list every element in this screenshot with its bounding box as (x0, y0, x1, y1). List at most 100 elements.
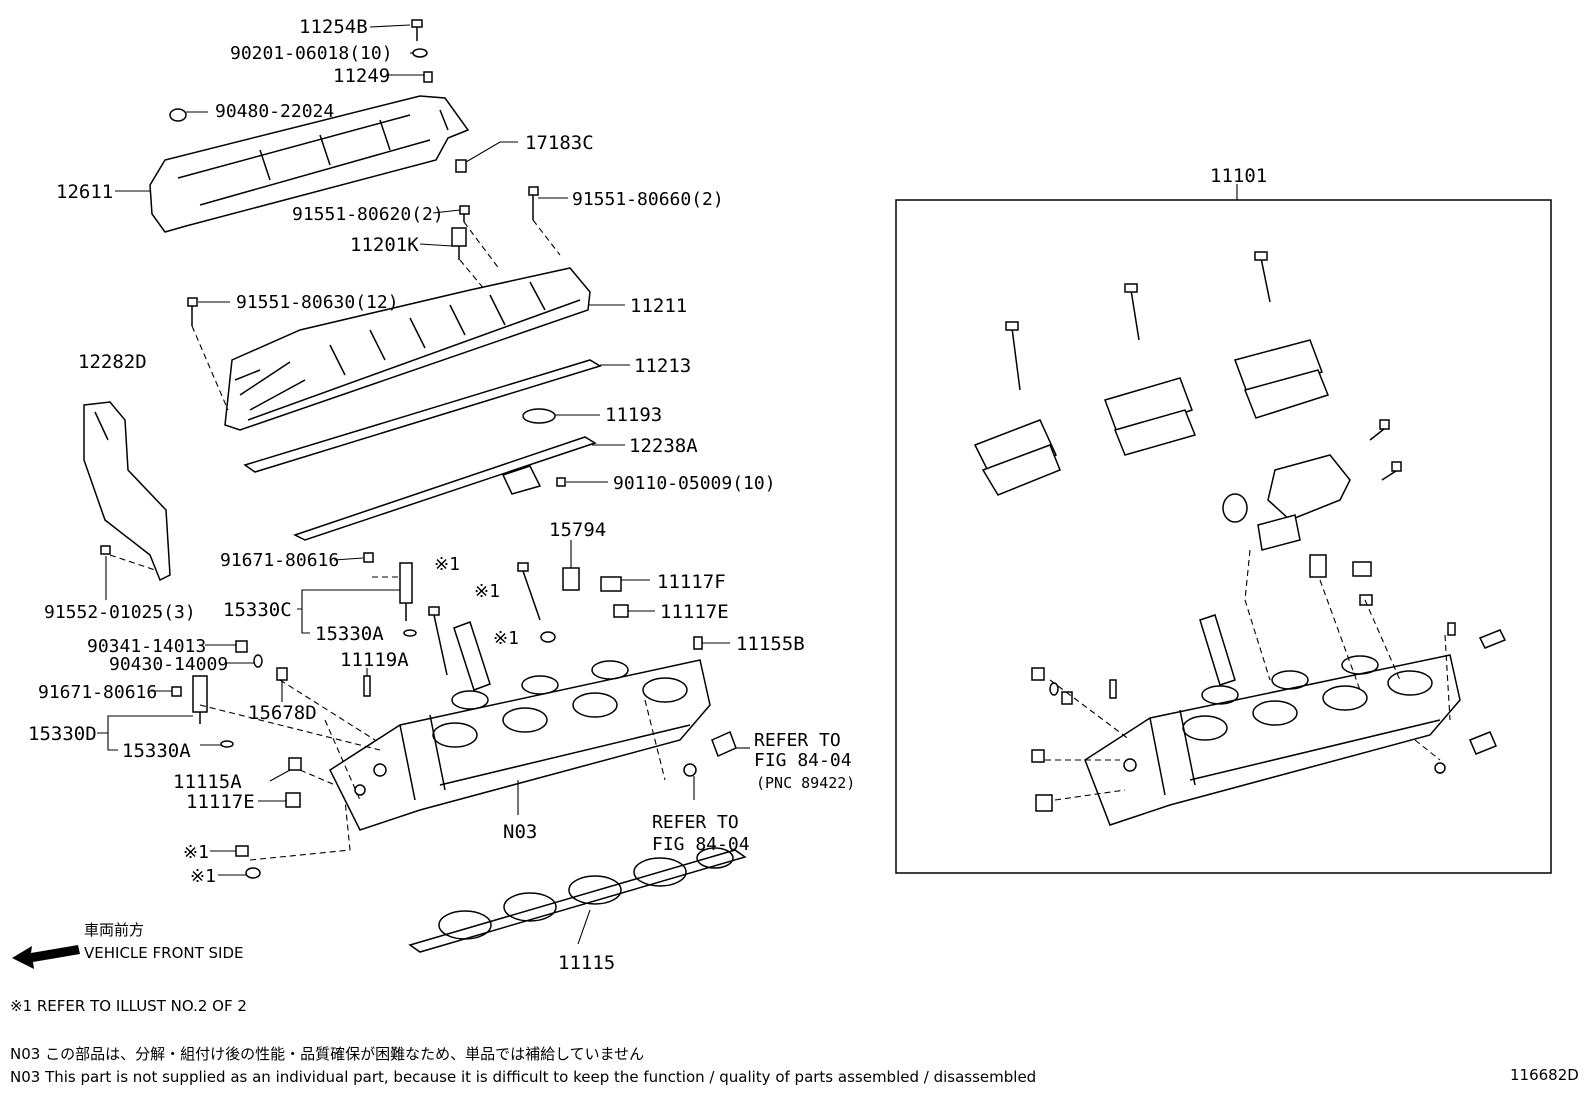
label-11249: 11249 (333, 65, 390, 87)
seal-15794 (562, 567, 580, 591)
label-ref1-b: ※1 (474, 581, 500, 602)
label-11101: 11101 (1210, 165, 1267, 187)
cylinder-head-N03 (329, 659, 711, 831)
bolt-91552 (100, 545, 111, 555)
gasket-90430 (253, 654, 263, 668)
part-labels: 11254B 90201-06018(10) 11249 90480-22024… (28, 16, 1267, 974)
vehicle-front-label: 車両前方 VEHICLE FRONT SIDE (84, 921, 244, 962)
plug-90341 (235, 640, 248, 653)
illustration-id: 116682D (1510, 1066, 1579, 1084)
label-11213: 11213 (634, 355, 691, 377)
label-11115A: 11115A (173, 771, 242, 793)
pin-11119A (363, 675, 371, 697)
plug-11117E-b (285, 792, 301, 808)
label-91551-80620: 91551-80620(2) (292, 204, 444, 225)
pin-11155B (693, 636, 703, 650)
label-12282D: 12282D (78, 351, 147, 373)
sensor-11201K (451, 227, 467, 260)
oring-15330A-b (220, 740, 234, 748)
refer-b-line2: FIG 84-04 (652, 834, 750, 855)
label-90341-14013: 90341-14013 (87, 636, 206, 657)
label-91671-80616-a: 91671-80616 (220, 550, 339, 571)
assembly-box-11101 (895, 199, 1552, 874)
bolt-ref1-b (517, 562, 541, 621)
label-91671-80616-b: 91671-80616 (38, 682, 157, 703)
sensor-89422 (711, 730, 737, 758)
leader-lines (97, 24, 750, 945)
label-15330D: 15330D (28, 723, 97, 745)
label-ref1-a: ※1 (434, 554, 460, 575)
plug-11117F (600, 576, 622, 592)
refer-a-line2: FIG 84-04 (754, 750, 852, 771)
label-15330A-a: 15330A (315, 623, 384, 645)
label-12238A: 12238A (629, 435, 698, 457)
label-90480-22024: 90480-22024 (215, 101, 334, 122)
bolt-ref1-a (428, 606, 448, 676)
label-11211: 11211 (630, 295, 687, 317)
label-91552-01025: 91552-01025(3) (44, 602, 196, 623)
ocv-15330C (399, 562, 413, 621)
label-15678D: 15678D (248, 702, 317, 724)
refer-a-line1: REFER TO (754, 730, 841, 751)
note-ref1: ※1 REFER TO ILLUST NO.2 OF 2 (10, 997, 247, 1015)
footnotes: ※1 REFER TO ILLUST NO.2 OF 2 N03 この部品は、分… (10, 997, 1579, 1086)
washer-ref1-c (540, 631, 556, 643)
plug-15678D (276, 667, 288, 681)
note-n03-jp: N03 この部品は、分解・組付け後の性能・品質確保が困難なため、単品では補給して… (10, 1045, 644, 1063)
pin-11115A (288, 757, 302, 771)
gasket-11213 (243, 359, 602, 473)
front-label-jp: 車両前方 (84, 921, 144, 939)
sleeve (453, 621, 491, 691)
label-ref1-e: ※1 (190, 866, 216, 887)
oring-84-04 (683, 763, 697, 777)
refer-note-b: REFER TO FIG 84-04 (652, 812, 750, 855)
label-11193: 11193 (605, 404, 662, 426)
bolt-91551-80660 (528, 186, 539, 220)
label-90430-14009: 90430-14009 (109, 654, 228, 675)
head-cover-11211 (224, 267, 591, 431)
arrow-left-icon (12, 945, 80, 969)
bolt-91551-80630 (187, 297, 198, 326)
nut-90480 (169, 108, 187, 122)
plug-ref1-d (235, 845, 249, 857)
refer-note-a: REFER TO FIG 84-04 (PNC 89422) (754, 730, 855, 792)
cover-12611 (149, 95, 470, 233)
seal-11193 (522, 408, 556, 424)
bolt-91551-80620 (459, 205, 470, 222)
oring-15330A-a (403, 629, 417, 637)
label-ref1-d: ※1 (183, 842, 209, 863)
label-ref1-c: ※1 (493, 628, 519, 649)
label-11201K: 11201K (350, 234, 419, 256)
label-11119A: 11119A (340, 649, 409, 671)
label-12611: 12611 (56, 181, 113, 203)
head-gasket-11115 (408, 847, 747, 953)
label-90201-06018: 90201-06018(10) (230, 43, 393, 64)
label-15330C: 15330C (223, 599, 292, 621)
bolt-91671-b (171, 686, 182, 697)
label-91551-80660: 91551-80660(2) (572, 189, 724, 210)
label-91551-80630: 91551-80630(12) (236, 292, 399, 313)
bolt-11254B (411, 19, 423, 41)
label-11117E-b: 11117E (186, 791, 255, 813)
baffle-12238A (293, 436, 597, 541)
label-11254B: 11254B (299, 16, 368, 38)
plug-11117E-a (613, 604, 629, 618)
grommet-11249 (423, 71, 433, 83)
refer-b-line1: REFER TO (652, 812, 739, 833)
bracket-12282D (83, 401, 171, 582)
label-17183C: 17183C (525, 132, 594, 154)
note-n03-en: N03 This part is not supplied as an indi… (10, 1068, 1036, 1086)
label-11155B: 11155B (736, 633, 805, 655)
bolt-91671-a (363, 552, 374, 563)
label-11117E-a: 11117E (660, 601, 729, 623)
label-11115: 11115 (558, 952, 615, 974)
label-15330A-b: 15330A (122, 740, 191, 762)
label-15794: 15794 (549, 519, 606, 541)
label-90110-05009: 90110-05009(10) (613, 473, 776, 494)
label-11117F: 11117F (657, 571, 726, 593)
cylinder-head-assembly (973, 251, 1507, 826)
washer-ref1-e (245, 867, 261, 879)
front-label-en: VEHICLE FRONT SIDE (84, 944, 244, 962)
bolt-17183C (455, 159, 467, 173)
